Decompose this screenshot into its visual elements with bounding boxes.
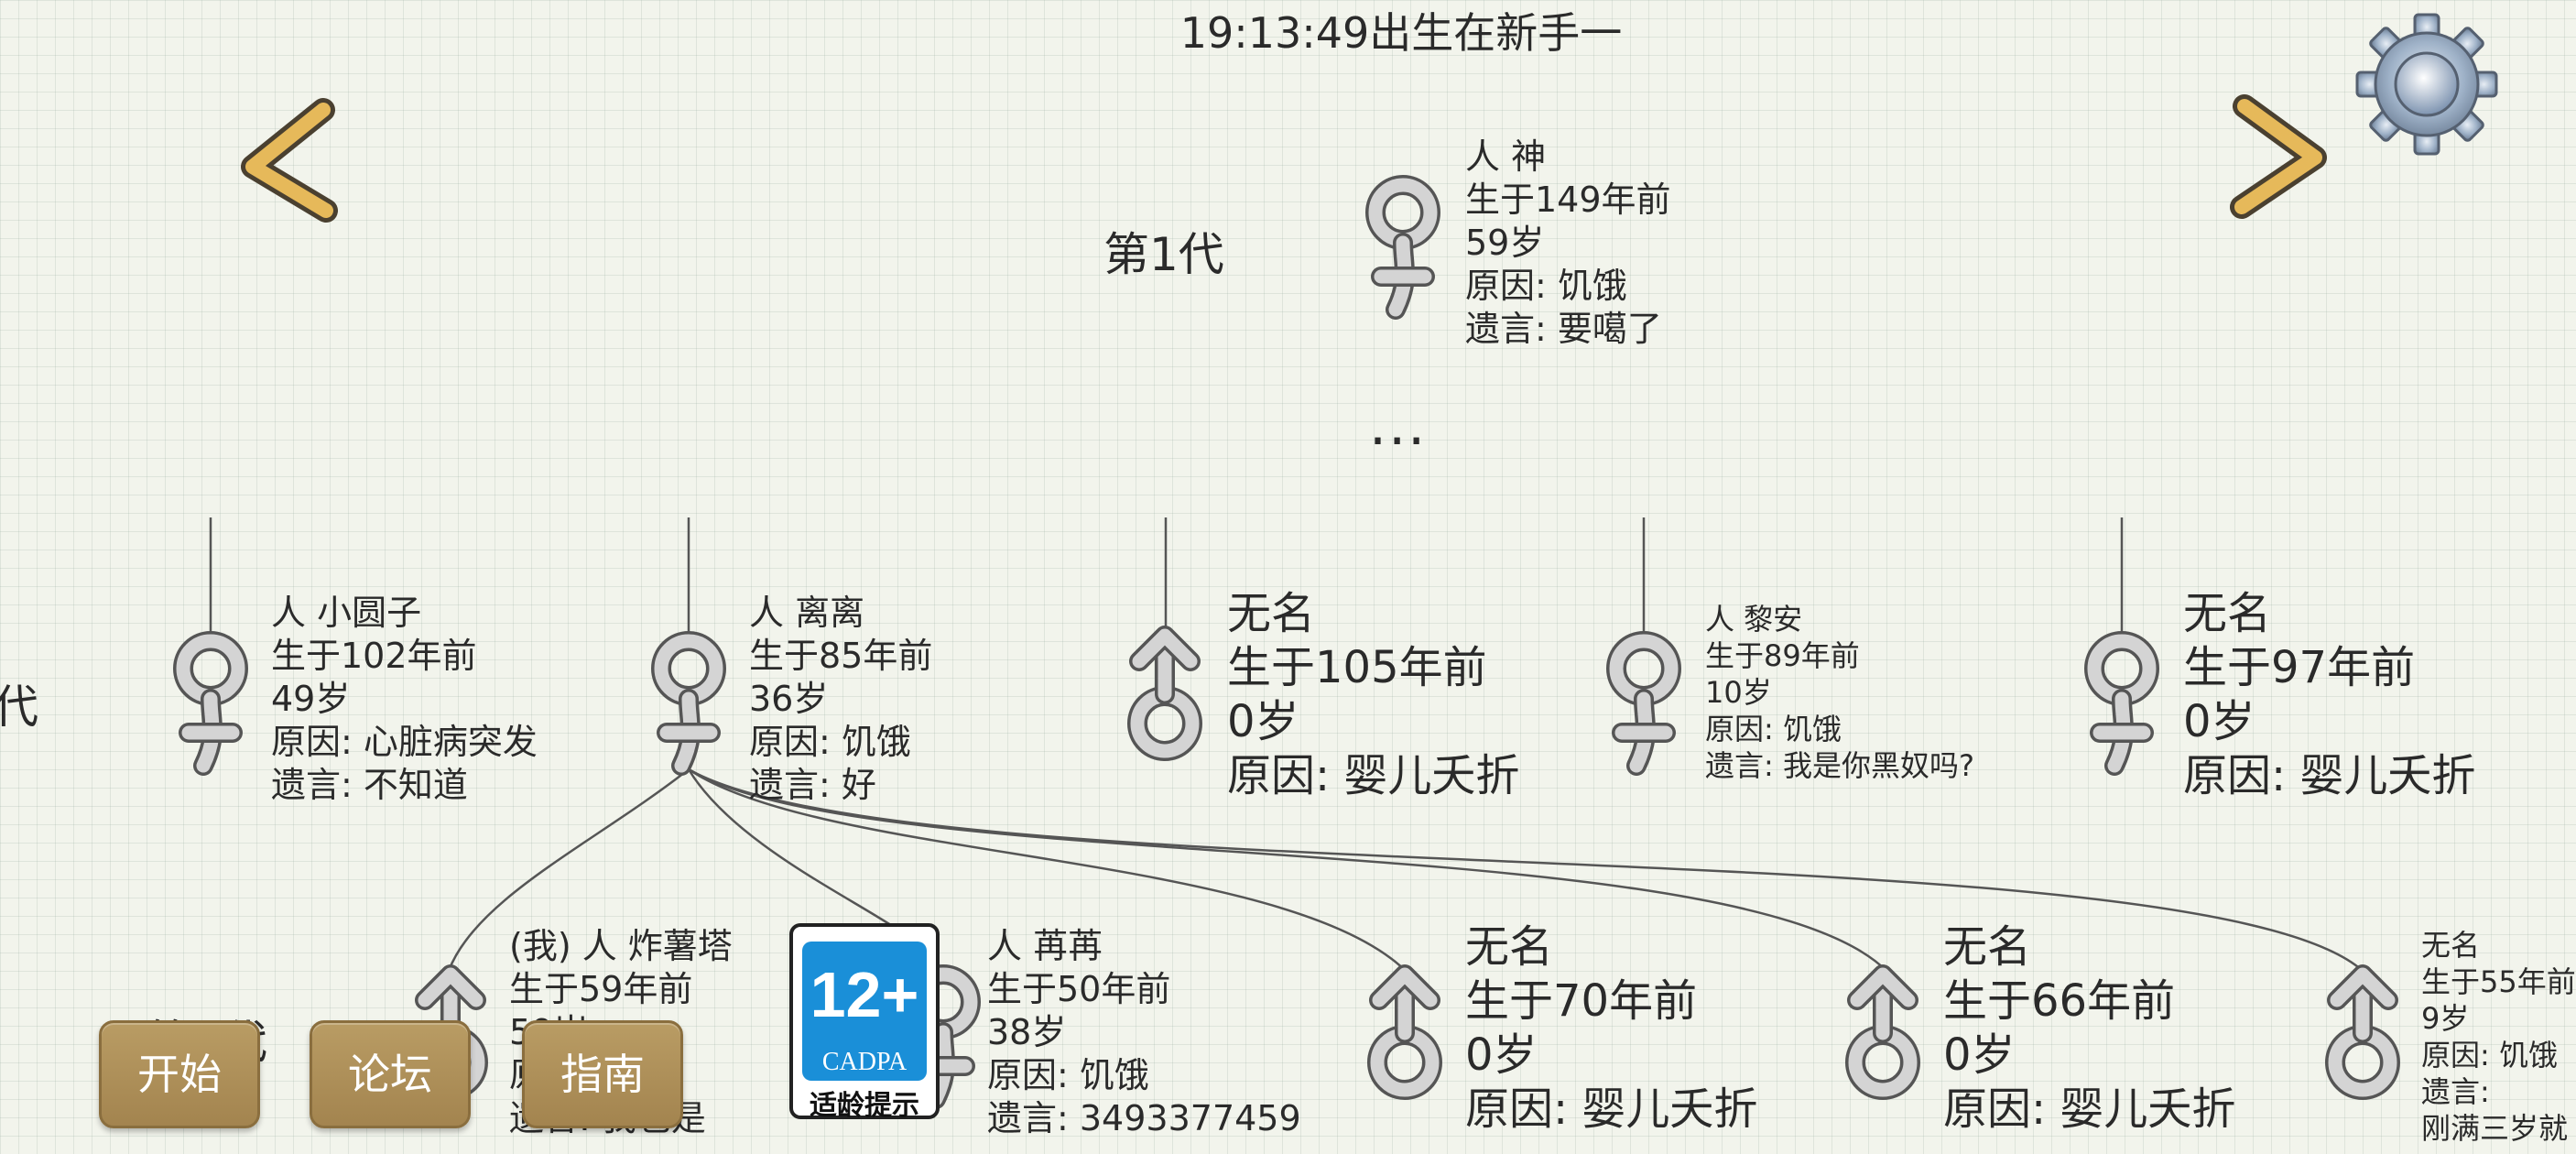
member-cause: 原因: 婴儿夭折: [1943, 1083, 2236, 1135]
member-born: 生于55年前: [2421, 964, 2576, 999]
member-name: 无名: [1465, 921, 1554, 973]
member-name: 无名: [1227, 588, 1316, 639]
forum-button[interactable]: 论坛: [310, 1020, 471, 1128]
male-symbol-icon: [2317, 963, 2408, 1109]
member-name: 人 神: [1465, 136, 1547, 177]
member-words: 遗言: 我是你黑奴吗?: [1705, 748, 1974, 783]
member-cause: 原因: 饥饿: [1705, 712, 1842, 746]
gen-mid-label: 代: [0, 680, 38, 734]
member-name: (我) 人 炸薯塔: [509, 926, 733, 966]
member-age: 59岁: [1465, 223, 1545, 263]
member-name: 无名: [2183, 588, 2272, 639]
member-cause: 原因: 饥饿: [2421, 1038, 2558, 1072]
member-age: 10岁: [1705, 675, 1772, 710]
member-age: 0岁: [1943, 1029, 2016, 1081]
female-symbol-icon: [2076, 630, 2168, 776]
member-born: 生于89年前: [1705, 638, 1860, 673]
member-age: 9岁: [2421, 1001, 2470, 1036]
member-born: 生于85年前: [749, 636, 933, 676]
member-cause: 原因: 饥饿: [987, 1055, 1149, 1095]
gen1-label: 第1代: [1103, 228, 1224, 281]
age-rating-panel: 12+ CADPA: [802, 942, 927, 1081]
ellipsis: ...: [1369, 394, 1428, 458]
member-born: 生于149年前: [1465, 180, 1671, 220]
child-line-4: [688, 768, 1887, 972]
member-words: 遗言: 要噶了: [1465, 309, 1662, 349]
gen-bottom-member-info: 人 苒苒 生于50年前 38岁 原因: 饥饿 遗言: 3493377459: [987, 929, 1301, 1144]
female-symbol-icon: [1357, 174, 1449, 320]
member-age: 0岁: [1465, 1029, 1538, 1081]
male-symbol-icon: [1359, 963, 1451, 1109]
start-button[interactable]: 开始: [99, 1020, 260, 1128]
child-line-1: [447, 768, 690, 972]
male-symbol-icon: [1119, 625, 1211, 770]
member-name: 人 黎安: [1705, 602, 1803, 637]
guide-button[interactable]: 指南: [522, 1020, 683, 1128]
member-born: 生于105年前: [1227, 642, 1487, 693]
member-age: 49岁: [271, 679, 351, 719]
member-cause: 原因: 饥饿: [1465, 266, 1627, 306]
gen-bottom-member-info: 无名 生于55年前 9岁 原因: 饥饿 遗言: 刚满三岁就: [2421, 928, 2576, 1150]
member-born: 生于102年前: [271, 636, 477, 676]
member-words: 遗言: 不知道: [271, 765, 468, 805]
member-name: 人 离离: [749, 593, 865, 633]
female-symbol-icon: [1598, 630, 1690, 776]
chevron-right-icon[interactable]: [2230, 94, 2331, 219]
member-born: 生于50年前: [987, 969, 1171, 1009]
gen-mid-member-info: 人 小圆子 生于102年前 49岁 原因: 心脏病突发 遗言: 不知道: [271, 595, 538, 811]
member-born: 生于59年前: [509, 969, 693, 1009]
male-symbol-icon: [1837, 963, 1929, 1109]
age-rating-badge[interactable]: 12+ CADPA 适龄提示: [789, 923, 940, 1122]
child-line-2: [687, 768, 903, 934]
age-rating-org: CADPA: [821, 1048, 908, 1076]
female-symbol-icon: [165, 630, 256, 776]
member-name: 无名: [2421, 928, 2481, 963]
age-rating-number: 12+: [810, 959, 919, 1030]
child-line-5: [688, 768, 2364, 972]
gen-bottom-member-info: 无名 生于66年前 0岁 原因: 婴儿夭折: [1943, 925, 2235, 1141]
member-name: 人 苒苒: [987, 926, 1103, 966]
member-name: 人 小圆子: [271, 593, 422, 633]
member-cause: 原因: 婴儿夭折: [2183, 750, 2476, 801]
gear-icon[interactable]: [2353, 11, 2500, 158]
member-born: 生于66年前: [1943, 975, 2176, 1027]
female-symbol-icon: [643, 630, 734, 776]
child-line-3: [688, 768, 1407, 972]
gen-mid-member-info: 无名 生于97年前 0岁 原因: 婴儿夭折: [2183, 592, 2475, 808]
gen-mid-member-info: 人 离离 生于85年前 36岁 原因: 饥饿 遗言: 好: [749, 595, 932, 811]
member-age: 36岁: [749, 679, 829, 719]
member-words: 遗言: 好: [749, 765, 876, 805]
gen-bottom-member-info: 无名 生于70年前 0岁 原因: 婴儿夭折: [1465, 925, 1757, 1141]
member-words: 遗言: 3493377459: [987, 1098, 1301, 1138]
member-cause: 原因: 心脏病突发: [271, 722, 538, 762]
member-age: 0岁: [1227, 696, 1299, 747]
member-words: 遗言:: [2421, 1074, 2490, 1109]
member-cause: 原因: 饥饿: [749, 722, 911, 762]
gen-mid-member-info: 无名 生于105年前 0岁 原因: 婴儿夭折: [1227, 592, 1519, 808]
member-age: 0岁: [2183, 696, 2255, 747]
member-born: 生于97年前: [2183, 642, 2416, 693]
birth-title: 19:13:49出生在新手一: [1179, 8, 1623, 58]
member-name: 无名: [1943, 921, 2032, 973]
member-words-cont: 刚满三岁就: [2421, 1111, 2569, 1146]
gen-mid-member-info: 人 黎安 生于89年前 10岁 原因: 饥饿 遗言: 我是你黑奴吗?: [1705, 604, 1974, 788]
member-born: 生于70年前: [1465, 975, 1698, 1027]
member-cause: 原因: 婴儿夭折: [1465, 1083, 1758, 1135]
member-age: 38岁: [987, 1012, 1067, 1052]
age-rating-hint: 适龄提示: [810, 1090, 919, 1122]
chevron-left-icon[interactable]: [236, 98, 338, 223]
member-cause: 原因: 婴儿夭折: [1227, 750, 1520, 801]
gen1-member-info: 人 神 生于149年前 59岁 原因: 饥饿 遗言: 要噶了: [1465, 139, 1671, 354]
